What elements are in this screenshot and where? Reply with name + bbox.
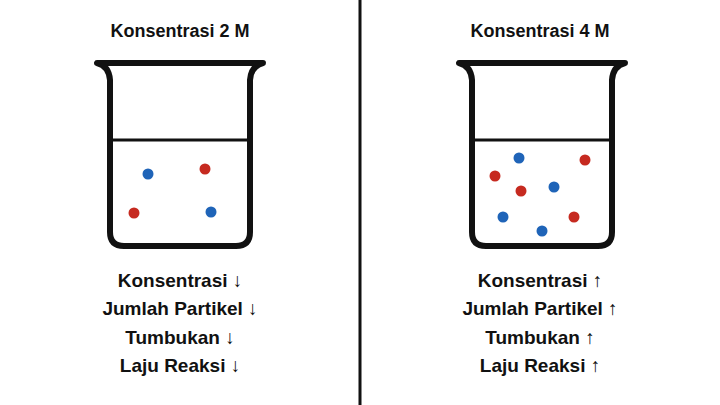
- liquid-line: [474, 139, 610, 142]
- divider-line: [359, 0, 362, 405]
- particle: [206, 207, 217, 218]
- particle: [129, 208, 140, 219]
- effect-line: Tumbukan ↑: [485, 328, 594, 349]
- particle: [200, 164, 211, 175]
- effect-line: Laju Reaksi ↓: [120, 356, 240, 377]
- panel-heading: Konsentrasi 4 M: [470, 22, 609, 42]
- effect-line: Jumlah Partikel ↓: [102, 299, 257, 320]
- liquid-line: [112, 139, 248, 142]
- effect-line: Laju Reaksi ↑: [480, 356, 600, 377]
- particle: [569, 212, 580, 223]
- panel-heading: Konsentrasi 2 M: [110, 22, 249, 42]
- particle: [514, 153, 525, 164]
- beaker-right: [459, 63, 625, 246]
- effect-line: Konsentrasi ↑: [478, 271, 603, 292]
- beaker-outline: [97, 63, 263, 246]
- effect-line: Tumbukan ↓: [125, 328, 234, 349]
- particle: [549, 182, 560, 193]
- particle: [490, 171, 501, 182]
- particle: [516, 186, 527, 197]
- effect-line: Konsentrasi ↓: [118, 271, 243, 292]
- particle: [537, 226, 548, 237]
- particle: [143, 169, 154, 180]
- particle: [580, 155, 591, 166]
- beaker-outline: [459, 63, 625, 246]
- beaker-left: [97, 63, 263, 246]
- effect-line: Jumlah Partikel ↑: [462, 299, 617, 320]
- particle: [498, 212, 509, 223]
